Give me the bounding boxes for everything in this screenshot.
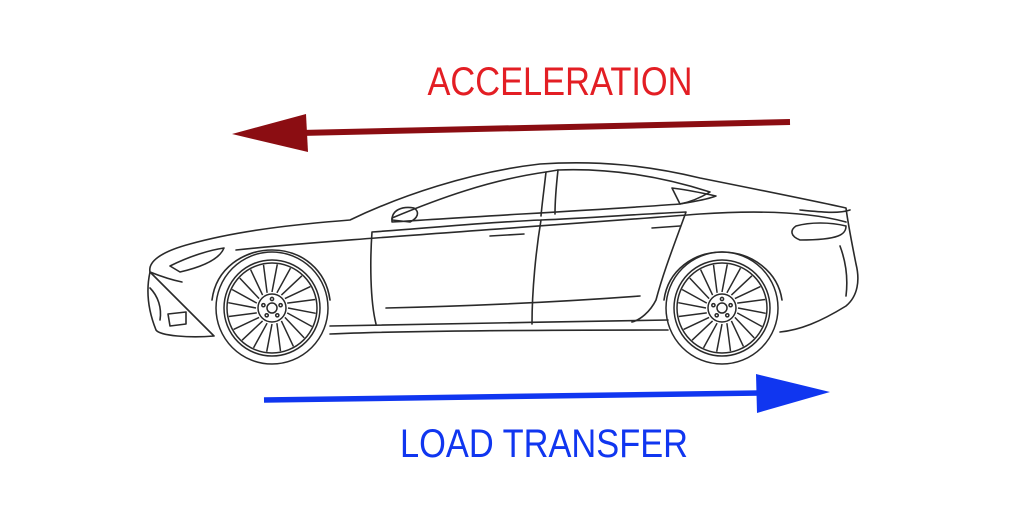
rear-wheel-spoke	[715, 323, 723, 352]
front-wheel-spoke	[276, 267, 292, 294]
load-transfer-arrow-head	[756, 374, 830, 413]
car-front-wheel-arch	[211, 249, 331, 301]
car-rear-quarter-window	[671, 187, 717, 205]
acceleration-arrow-shaft	[299, 119, 791, 136]
front-wheel-spoke	[265, 323, 273, 352]
rear-wheel-spoke	[691, 320, 714, 341]
front-wheel-spoke	[280, 275, 303, 296]
lug-nut	[714, 312, 720, 318]
car-front-wheel-icon	[215, 251, 329, 365]
front-wheel-spoke	[280, 320, 295, 347]
front-wheel-spoke	[286, 312, 313, 328]
sedan-side-view-icon	[147, 161, 859, 338]
car-belt-line	[235, 211, 847, 251]
rear-wheel-spoke	[737, 307, 766, 315]
car-rear-door-handle	[651, 225, 681, 229]
rear-wheel-spoke	[678, 312, 707, 318]
front-wheel-spoke	[239, 277, 260, 300]
car-rocker-line	[329, 319, 669, 327]
front-wheel-spoke	[252, 322, 268, 349]
rear-wheel-spoke	[734, 285, 761, 300]
rear-wheel-spoke	[699, 269, 714, 296]
acceleration-arrow	[232, 114, 791, 152]
front-wheel-spoke	[228, 301, 257, 309]
lug-nut	[274, 312, 280, 318]
front-wheel-spoke	[228, 312, 257, 318]
rear-wheel-spoke	[730, 275, 753, 296]
front-wheel-spoke	[287, 307, 316, 315]
car-b-pillar-inner	[554, 169, 559, 215]
rear-wheel-spoke	[683, 316, 710, 331]
car-headlight	[169, 247, 225, 273]
front-wheel-spoke	[284, 285, 311, 300]
rear-wheel-spoke	[730, 320, 745, 347]
rear-wheel-spoke	[726, 267, 742, 294]
lug-nut	[728, 302, 733, 308]
lug-nut	[264, 312, 270, 318]
rear-wheel-spoke	[736, 312, 763, 328]
car-front-door	[370, 219, 542, 325]
rear-wheel-spoke	[726, 323, 732, 352]
front-wheel-spoke	[249, 269, 264, 296]
front-wheel-spoke	[262, 264, 268, 293]
front-wheel-spoke	[271, 264, 279, 293]
front-wheel-spoke	[276, 323, 282, 352]
rear-wheel-spoke	[681, 288, 708, 304]
front-wheel-spoke	[284, 316, 305, 339]
front-wheel-spoke	[241, 320, 264, 341]
car-b-pillar	[540, 171, 547, 217]
car-tail-light	[791, 222, 847, 241]
load-transfer-arrow	[263, 374, 830, 413]
rear-wheel-spoke	[689, 277, 710, 300]
rear-wheel-spoke	[734, 316, 755, 339]
lug-nut	[261, 302, 266, 308]
rear-wheel-spoke	[678, 301, 707, 309]
lug-nut	[719, 296, 725, 302]
car-side-mirror	[391, 206, 419, 223]
lug-nut	[278, 302, 283, 308]
lug-nut	[711, 302, 716, 308]
car-body-outline	[147, 161, 859, 338]
rear-wheel-spoke	[737, 298, 766, 304]
acceleration-label: ACCELERATION	[427, 60, 693, 104]
car-front-fascia	[149, 271, 187, 327]
acceleration-arrow-head	[232, 114, 308, 152]
load-transfer-label: LOAD TRANSFER	[399, 422, 688, 466]
car-rear-bumper	[839, 245, 848, 297]
rear-wheel-spoke	[712, 264, 718, 293]
car-rear-door	[540, 211, 687, 323]
car-character-line	[385, 295, 641, 309]
front-wheel-spoke	[287, 298, 316, 304]
front-wheel-spoke	[231, 288, 258, 304]
front-wheel-spoke	[233, 316, 260, 331]
lug-nut	[269, 296, 275, 302]
car-rear-spoiler	[799, 209, 851, 214]
rear-wheel-spoke	[721, 264, 729, 293]
lug-nut	[724, 312, 730, 318]
car-rear-wheel-icon	[665, 251, 779, 365]
car-window-frame	[391, 168, 711, 223]
car-front-door-handle	[489, 233, 525, 237]
load-transfer-arrow-shaft	[263, 390, 761, 403]
rear-wheel-spoke	[702, 322, 718, 349]
